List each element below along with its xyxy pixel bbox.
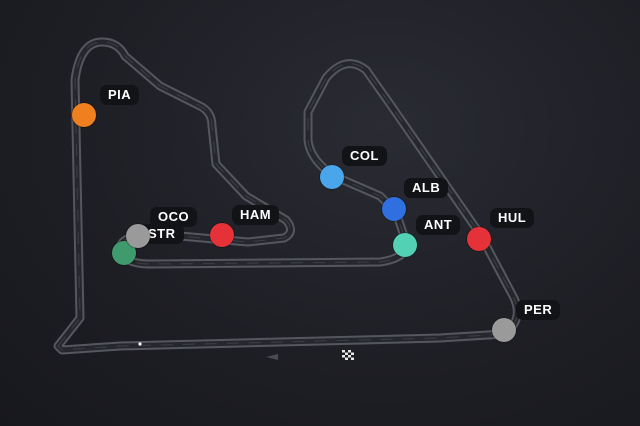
driver-label-hul[interactable]: HUL <box>490 208 535 228</box>
start-marker-dot <box>138 342 142 346</box>
driver-label-per[interactable]: PER <box>516 300 561 320</box>
driver-label-oco[interactable]: OCO <box>150 207 198 227</box>
driver-label-pia[interactable]: PIA <box>100 85 140 105</box>
direction-arrow-icon <box>266 354 278 360</box>
driver-label-col[interactable]: COL <box>342 146 387 166</box>
driver-label-ant[interactable]: ANT <box>416 215 461 235</box>
driver-marker-ham[interactable] <box>210 223 234 247</box>
driver-marker-per[interactable] <box>492 318 516 342</box>
driver-marker-ant[interactable] <box>393 233 417 257</box>
driver-marker-alb[interactable] <box>382 197 406 221</box>
driver-label-alb[interactable]: ALB <box>404 178 449 198</box>
driver-marker-hul[interactable] <box>467 227 491 251</box>
driver-marker-oco[interactable] <box>126 224 150 248</box>
driver-marker-pia[interactable] <box>72 103 96 127</box>
driver-marker-col[interactable] <box>320 165 344 189</box>
driver-label-str[interactable]: STR <box>140 224 184 244</box>
checkered-flag-icon <box>342 350 354 360</box>
driver-label-ham[interactable]: HAM <box>232 205 280 225</box>
